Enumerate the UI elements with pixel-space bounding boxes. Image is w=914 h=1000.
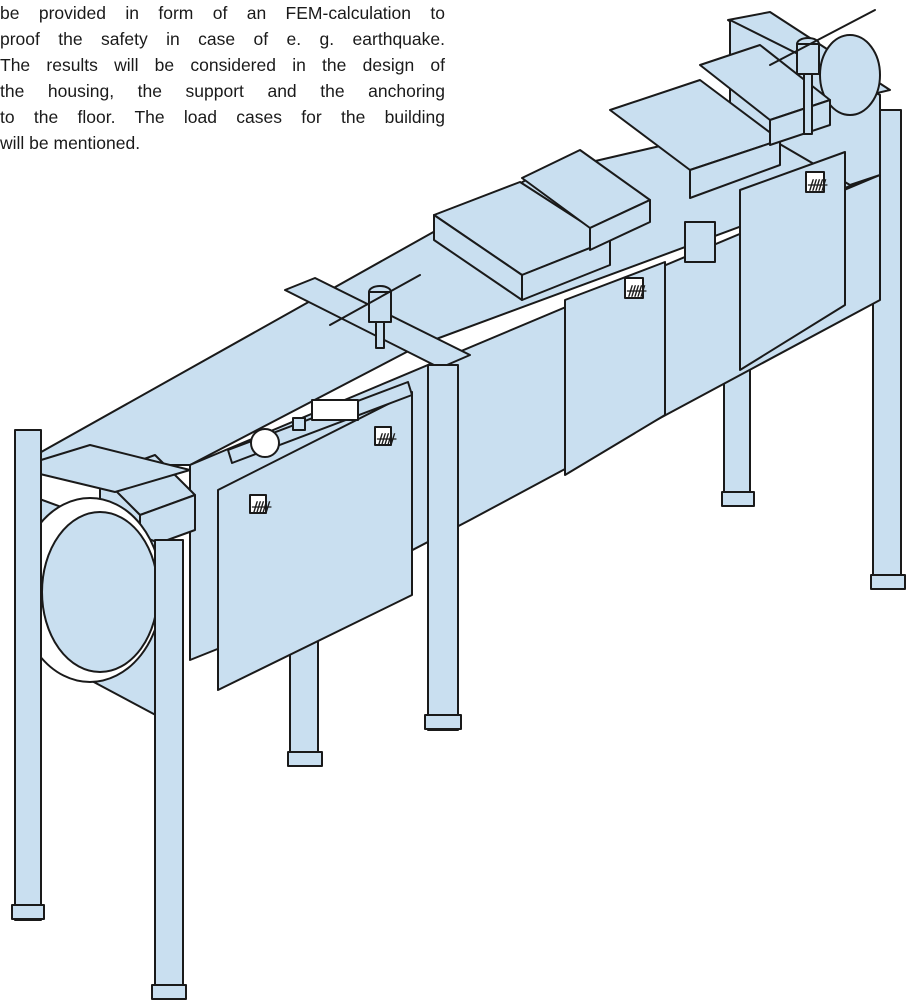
text-line: to the floor. The load cases for the bui… [0, 107, 445, 127]
door-handle-4 [805, 171, 825, 193]
door-plate-mark-1: ᚏ [251, 499, 272, 515]
top-box-1-side [433, 214, 523, 301]
text-line: The results will be considered in the de… [0, 55, 445, 75]
rear-mid-leg [723, 364, 751, 506]
door-plate-mark-3: ᚏ [626, 283, 647, 299]
door-plate-mark-2: ᚏ [376, 431, 397, 447]
text-line: the housing, the support and the anchori… [0, 81, 445, 101]
middle-back-leg-foot [287, 751, 323, 767]
pressure-gauge [250, 428, 280, 458]
front-right-leg-foot [151, 984, 187, 1000]
middle-front-leg [427, 364, 459, 731]
front-left-leg-foot [11, 904, 45, 920]
access-door-2 [564, 261, 666, 476]
door-handle-1 [249, 494, 267, 514]
door-plate-mark-4: ᚏ [807, 177, 828, 193]
rear-mid-leg-foot [721, 491, 755, 507]
valve-lever-1 [329, 274, 421, 326]
body-text: be provided in form of an FEM-calculatio… [0, 0, 445, 156]
front-right-leg [154, 539, 184, 996]
door-handle-2 [374, 426, 392, 446]
top-box-2-front [589, 199, 651, 251]
middle-front-leg-foot [424, 714, 462, 730]
valve-actuator-1-stem [375, 321, 385, 349]
rear-right-leg-foot [870, 574, 906, 590]
valve-lever-2 [769, 9, 876, 66]
top-box-3-front [689, 139, 781, 199]
front-flange-inner [41, 511, 159, 673]
door-handle-3 [624, 277, 644, 299]
text-line: proof the safety in case of e. g. earthq… [0, 29, 445, 49]
access-door-1 [217, 391, 413, 691]
rear-flange [819, 34, 881, 116]
front-left-leg [14, 429, 42, 921]
front-frame-top [14, 444, 191, 493]
junction-box [684, 221, 716, 263]
name-plate [311, 399, 359, 421]
valve-actuator-2-stem [803, 73, 813, 135]
text-line: be provided in form of an FEM-calculatio… [0, 3, 445, 23]
small-switch [292, 417, 306, 431]
text-line: will be mentioned. [0, 133, 141, 153]
access-door-3 [739, 151, 846, 371]
